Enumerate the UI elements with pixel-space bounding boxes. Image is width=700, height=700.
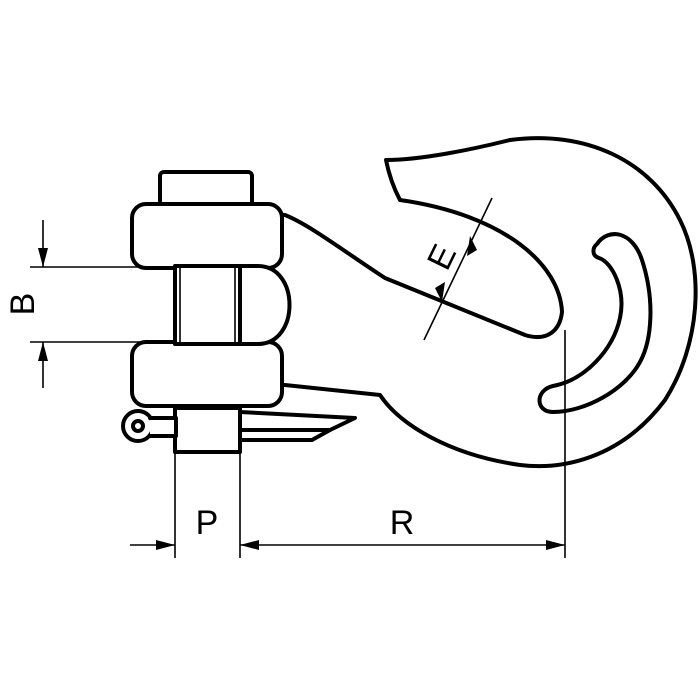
cotter-pin-bend — [148, 416, 178, 438]
grab-hook — [256, 136, 698, 469]
dimension-e-arrow — [435, 282, 445, 302]
upper-collar — [130, 202, 284, 270]
cotter-pin-leg — [238, 428, 332, 442]
cotter-pin — [121, 406, 357, 454]
dimension-p-arrow — [156, 540, 175, 550]
dimension-b-arrow — [38, 248, 48, 267]
dimension-b: B — [4, 220, 140, 388]
dimension-p-r: P R — [130, 330, 566, 558]
dimension-p-label: P — [196, 504, 219, 542]
hook-eye-lug — [238, 264, 292, 346]
dimension-r-arrow — [240, 540, 259, 550]
lower-collar — [130, 340, 284, 408]
pin-middle — [173, 264, 242, 346]
dimension-b-arrow — [38, 342, 48, 361]
dimension-e-arrow — [467, 236, 477, 256]
dimension-e-line — [423, 197, 493, 341]
cotter-pin-eye-hole — [131, 419, 145, 433]
dimension-r-arrow — [546, 540, 565, 550]
hook-inner-slot — [537, 232, 653, 414]
dimension-b-label: B — [4, 293, 42, 316]
dimension-r-label: R — [390, 504, 415, 542]
cotter-pin-leg — [238, 410, 357, 432]
pin-lower-end — [173, 406, 242, 454]
